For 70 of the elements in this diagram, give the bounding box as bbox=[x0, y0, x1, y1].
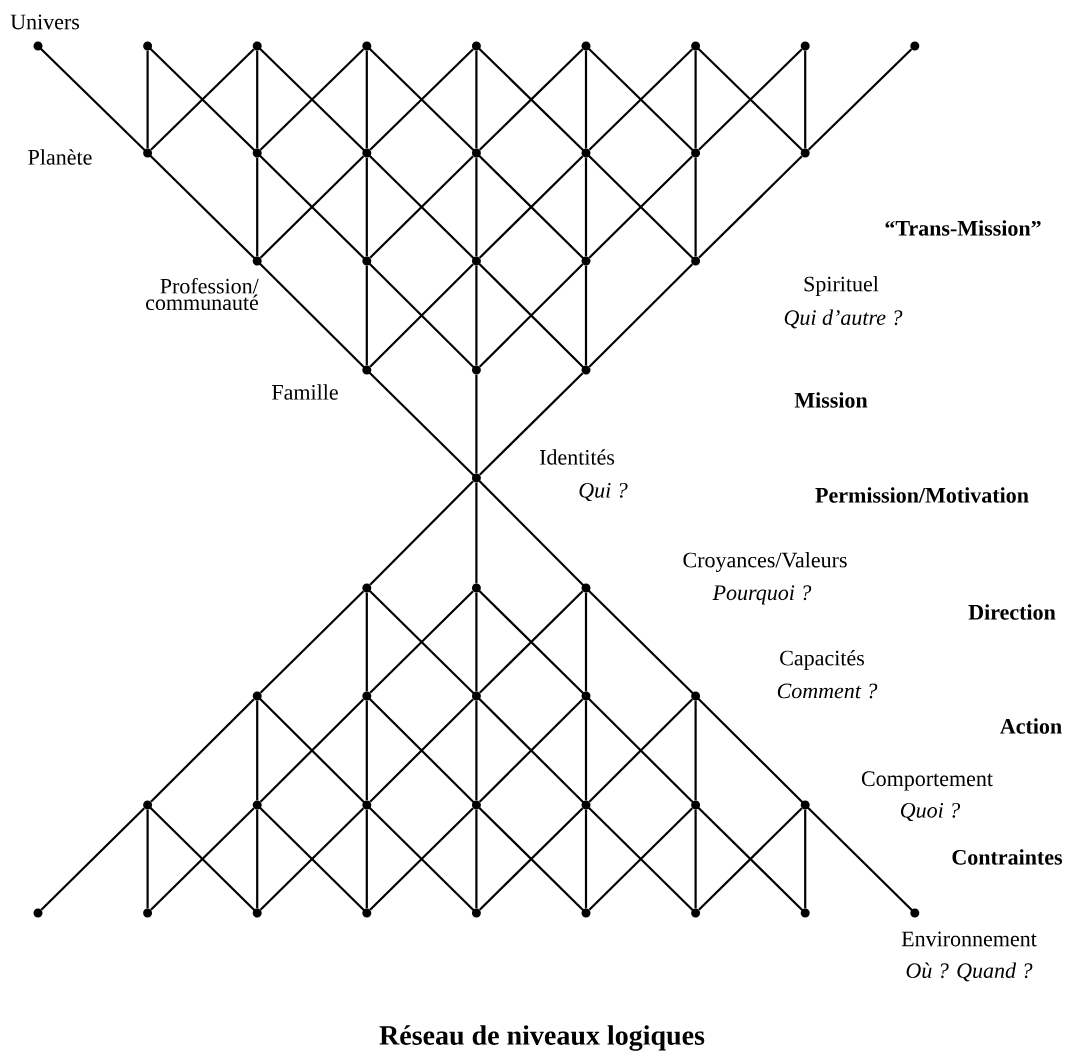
connector-line bbox=[40, 807, 146, 911]
connector-line bbox=[365, 157, 368, 257]
connector-line bbox=[588, 263, 694, 368]
connector-line bbox=[694, 809, 697, 909]
level-label: Capacités bbox=[780, 650, 864, 670]
connector-line bbox=[475, 809, 478, 909]
connector-line bbox=[256, 700, 259, 801]
connector-line bbox=[585, 587, 697, 697]
connector-line bbox=[475, 157, 478, 257]
connector-line bbox=[804, 809, 807, 909]
caption: Réseau de niveaux logiques bbox=[379, 1025, 705, 1051]
level-label: Où ? Quand ? bbox=[906, 962, 1033, 982]
connector-line bbox=[475, 592, 478, 692]
connector-line bbox=[475, 482, 478, 584]
connector-line bbox=[365, 265, 368, 366]
level-label: Direction bbox=[968, 604, 1056, 620]
connector-line bbox=[146, 152, 258, 262]
level-label: “Trans-Mission” bbox=[885, 220, 1041, 236]
connector-line bbox=[694, 50, 697, 149]
connector-line bbox=[259, 590, 365, 694]
connector-line bbox=[584, 157, 588, 257]
connector-line bbox=[365, 50, 368, 149]
connector-line bbox=[584, 592, 588, 692]
connector-line bbox=[804, 50, 807, 149]
connector-line bbox=[365, 592, 368, 692]
connector-line bbox=[694, 700, 697, 801]
connector-line bbox=[146, 50, 149, 149]
connector-line bbox=[584, 700, 588, 801]
level-label: Croyances/Valeurs bbox=[683, 552, 847, 572]
level-label: Quoi ? bbox=[900, 802, 961, 822]
level-label: Pourquoi ? bbox=[712, 585, 812, 605]
connector-line bbox=[146, 809, 149, 909]
connector-line bbox=[256, 809, 259, 909]
connector-line bbox=[694, 157, 697, 257]
level-label: Famille bbox=[272, 384, 338, 400]
level-label: Identités bbox=[539, 449, 615, 465]
connector-line bbox=[475, 477, 587, 589]
connector-line bbox=[807, 48, 913, 151]
level-label: Qui d’autre ? bbox=[784, 309, 903, 329]
connector-line bbox=[478, 372, 584, 476]
connector-line bbox=[804, 804, 916, 914]
connector-line bbox=[365, 809, 368, 909]
level-label: Univers bbox=[10, 14, 80, 30]
connector-line bbox=[150, 698, 255, 803]
level-label: Profession/ communauté bbox=[146, 277, 259, 311]
level-label: Qui ? bbox=[579, 482, 628, 502]
level-label: Contraintes bbox=[952, 849, 1063, 865]
level-label: Comportement bbox=[861, 771, 993, 791]
connector-line bbox=[584, 265, 588, 366]
level-label: Mission bbox=[794, 392, 868, 408]
connector-line bbox=[37, 45, 149, 154]
connector-line bbox=[369, 480, 474, 586]
connector-line bbox=[694, 695, 806, 806]
level-label: Permission/Motivation bbox=[815, 487, 1029, 503]
level-label: Action bbox=[1000, 718, 1062, 734]
connector-line bbox=[475, 700, 478, 801]
connector-line bbox=[256, 157, 259, 257]
connector-line bbox=[584, 50, 588, 149]
connector-line bbox=[475, 374, 478, 474]
connector-line bbox=[256, 50, 259, 149]
connector-line bbox=[698, 155, 803, 259]
connector-line bbox=[365, 700, 368, 801]
level-label: Spirituel bbox=[804, 276, 879, 296]
connector-line bbox=[256, 260, 368, 371]
connector-line bbox=[584, 809, 588, 909]
level-label: Planète bbox=[28, 149, 92, 165]
connector-line bbox=[475, 265, 478, 366]
connector-line bbox=[475, 50, 478, 149]
level-label: Environnement bbox=[901, 931, 1037, 947]
level-label: Comment ? bbox=[777, 683, 878, 699]
